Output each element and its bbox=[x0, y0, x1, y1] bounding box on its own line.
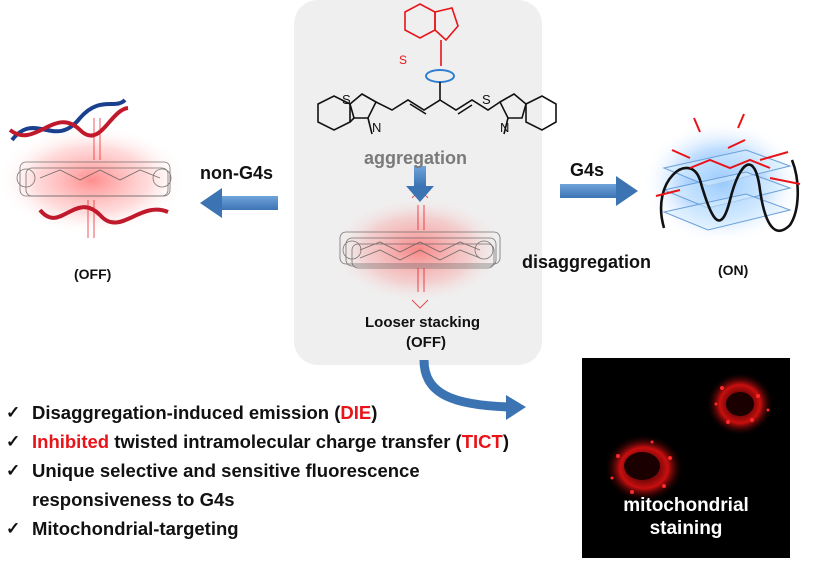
dye-molecule bbox=[317, 3, 557, 135]
aggregation-label: aggregation bbox=[364, 148, 468, 168]
right-state: (ON) bbox=[718, 262, 749, 278]
arrow-left bbox=[200, 188, 278, 218]
list-item: ✓ Mitochondrial-targeting bbox=[6, 514, 586, 543]
atom-n-right: N bbox=[500, 120, 509, 135]
micro-label: mitochondrial staining bbox=[582, 494, 790, 540]
list-item-continuation: responsiveness to G4s bbox=[32, 489, 235, 510]
rotation-ellipse bbox=[425, 69, 455, 83]
atom-s-right: S bbox=[482, 92, 491, 107]
feature-list: ✓ Disaggregation-induced emission (DIE) … bbox=[6, 398, 586, 543]
arrow-right bbox=[560, 176, 638, 206]
stacking-label: Looser stacking bbox=[365, 314, 481, 331]
non-g4-complex bbox=[0, 98, 187, 238]
non-g4s-label: non-G4s bbox=[200, 163, 274, 183]
check-icon: ✓ bbox=[6, 432, 21, 451]
atom-n-left: N bbox=[372, 120, 381, 135]
arrow-curved bbox=[419, 359, 526, 420]
list-item: ✓ Unique selective and sensitive fluores… bbox=[6, 456, 586, 485]
atom-s-left: S bbox=[342, 92, 351, 107]
benzothiophene-group bbox=[404, 3, 459, 66]
list-item: ✓ Inhibited twisted intramolecular charg… bbox=[6, 427, 586, 456]
atom-s-top: S bbox=[399, 53, 407, 67]
check-icon: ✓ bbox=[6, 519, 21, 538]
check-icon: ✓ bbox=[6, 461, 21, 480]
g4s-label: G4s bbox=[570, 160, 605, 180]
disaggregation-label: disaggregation bbox=[522, 252, 652, 272]
micro-label-line1: mitochondrial bbox=[623, 495, 749, 516]
g4-complex bbox=[642, 113, 802, 244]
microscopy-image: mitochondrial staining bbox=[582, 358, 790, 558]
micro-label-line2: staining bbox=[649, 518, 723, 539]
check-icon: ✓ bbox=[6, 403, 21, 422]
arrow-down bbox=[406, 166, 434, 202]
aggregated-stack bbox=[328, 189, 508, 309]
stacking-state: (OFF) bbox=[406, 334, 446, 351]
cell-image bbox=[604, 372, 774, 502]
list-item: ✓ Disaggregation-induced emission (DIE) bbox=[6, 398, 586, 427]
left-state: (OFF) bbox=[74, 266, 112, 282]
